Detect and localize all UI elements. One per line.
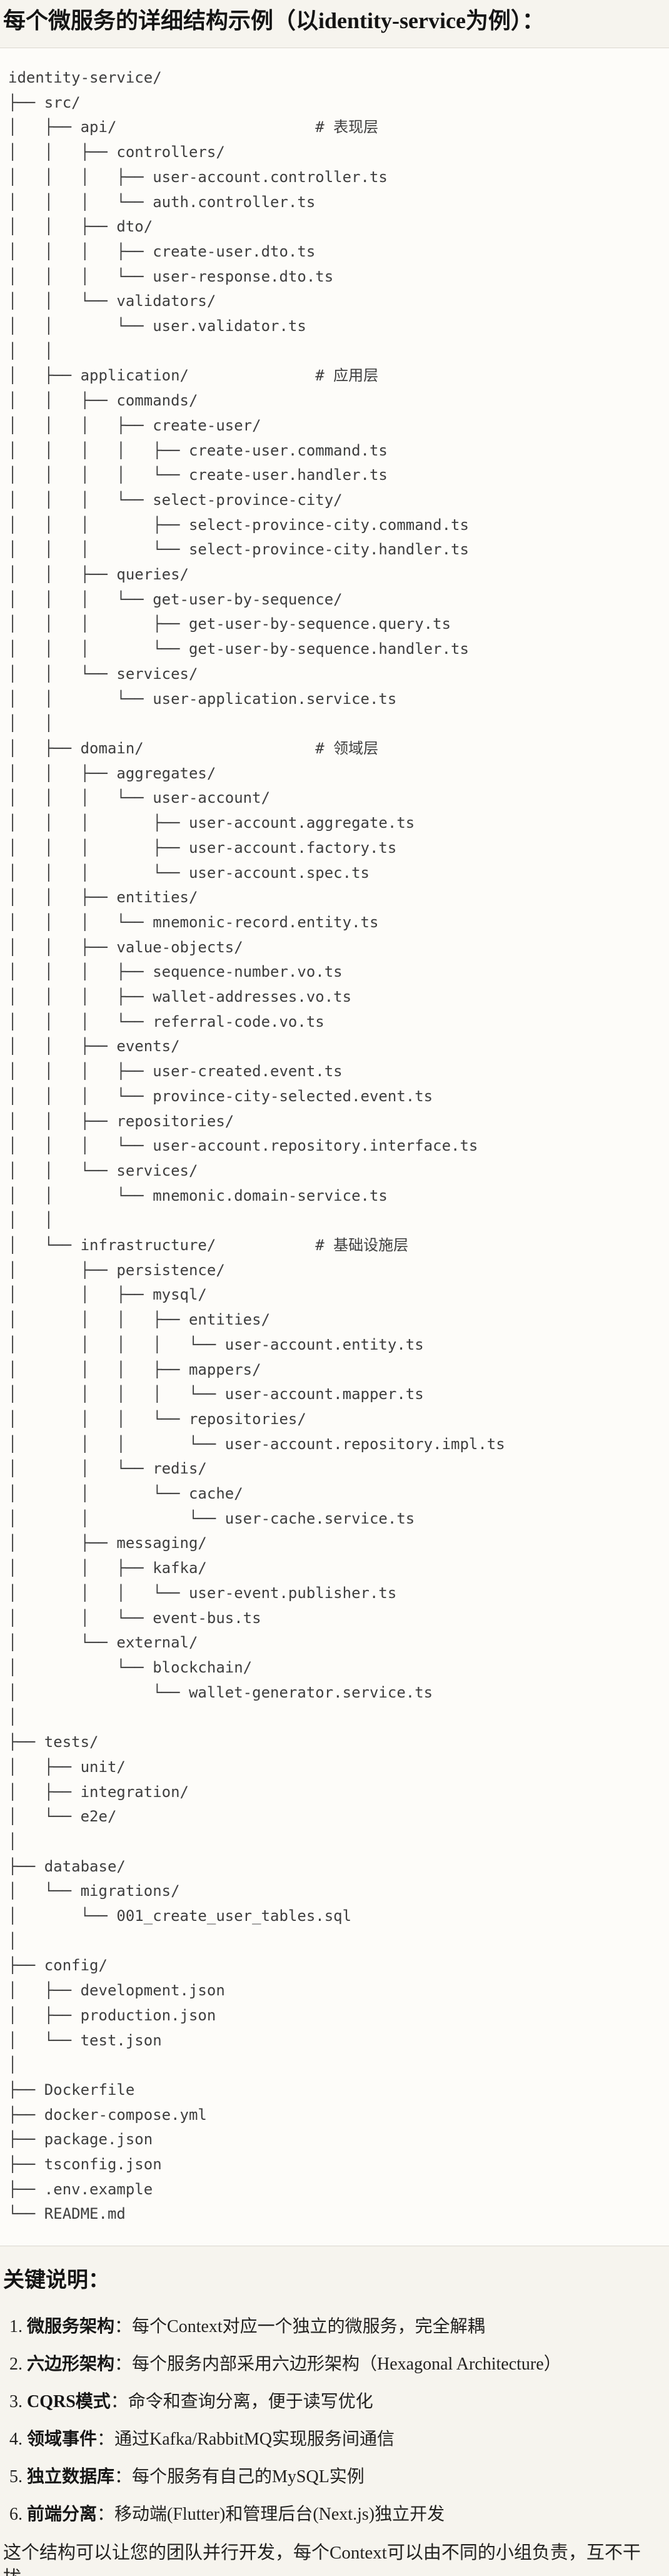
note-item-hexagonal: 2. 六边形架构：每个服务内部采用六边形架构（Hexagonal Archite… [3, 2353, 664, 2376]
note-term: 六边形架构 [27, 2355, 115, 2375]
note-term: 领域事件 [27, 2430, 98, 2450]
note-number: 6. [9, 2505, 27, 2525]
notes-section: 关键说明： 1. 微服务架构：每个Context对应一个独立的微服务，完全解耦 … [0, 2266, 669, 2576]
note-item-frontend-separation: 6. 前端分离：移动端(Flutter)和管理后台(Next.js)独立开发 [3, 2503, 664, 2527]
note-item-independent-db: 5. 独立数据库：每个服务有自己的MySQL实例 [3, 2465, 664, 2489]
note-item-cqrs: 3. CQRS模式：命令和查询分离，便于读写优化 [3, 2390, 664, 2414]
note-term: 独立数据库 [27, 2467, 115, 2487]
note-term: CQRS模式 [27, 2392, 111, 2412]
note-term: 微服务架构 [27, 2317, 115, 2337]
note-description: ：通过Kafka/RabbitMQ实现服务间通信 [97, 2430, 395, 2450]
note-description: ：每个服务有自己的MySQL实例 [114, 2467, 365, 2487]
note-number: 1. [9, 2317, 27, 2337]
page-title: 每个微服务的详细结构示例（以identity-service为例）： [3, 8, 545, 33]
note-description: ：每个服务内部采用六边形架构（Hexagonal Architecture） [114, 2355, 561, 2375]
note-description: ：每个Context对应一个独立的微服务，完全解耦 [114, 2317, 485, 2337]
note-number: 2. [9, 2355, 27, 2375]
note-item-microservice: 1. 微服务架构：每个Context对应一个独立的微服务，完全解耦 [3, 2315, 664, 2339]
notes-heading: 关键说明： [3, 2269, 109, 2293]
note-description: ：命令和查询分离，便于读写优化 [110, 2392, 373, 2412]
closing-paragraph: 这个结构可以让您的团队并行开发，每个Context可以由不同的小组负责，互不干扰… [3, 2543, 641, 2576]
note-description: ：移动端(Flutter)和管理后台(Next.js)独立开发 [97, 2505, 445, 2525]
note-number: 3. [9, 2392, 27, 2412]
note-number: 5. [9, 2467, 27, 2487]
note-term: 前端分离 [27, 2505, 98, 2525]
note-item-domain-events: 4. 领域事件：通过Kafka/RabbitMQ实现服务间通信 [3, 2428, 664, 2451]
directory-tree-code-block: identity-service/ ├── src/ │ ├── api/ # … [0, 48, 669, 2247]
note-number: 4. [9, 2430, 27, 2450]
